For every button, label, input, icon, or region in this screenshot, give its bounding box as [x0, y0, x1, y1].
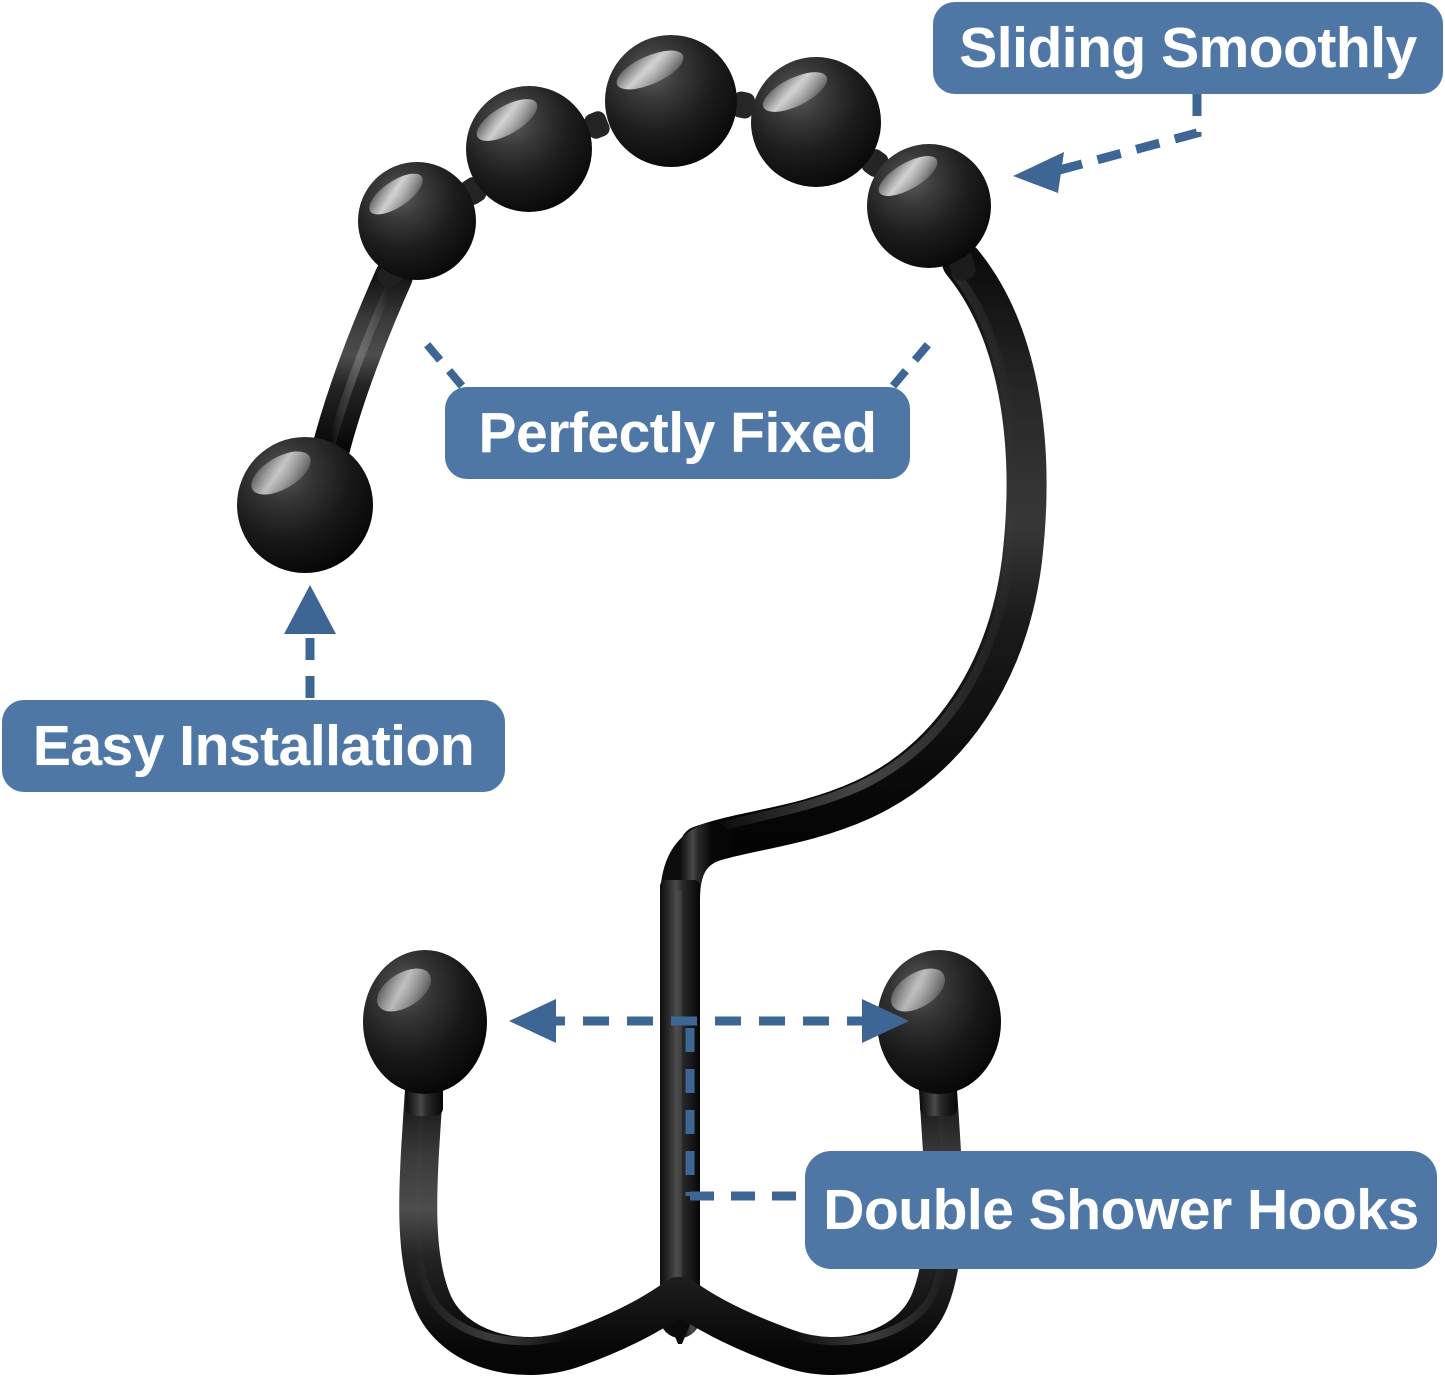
bead-3: [605, 35, 737, 167]
connector-perfectly-fixed: [420, 338, 935, 389]
measurement-hook-span: [509, 999, 909, 1043]
bead-2: [466, 86, 592, 212]
left-hook-tip-ball: [363, 950, 487, 1094]
callout-badge-double-shower-hooks[interactable]: Double Shower Hooks: [805, 1151, 1437, 1269]
roller-bead-chain: [358, 35, 991, 280]
right-hook-tip-ball: [877, 950, 1001, 1094]
bead-5: [867, 144, 991, 268]
bead-1: [358, 162, 476, 280]
connector-easy-installation: [284, 585, 336, 698]
bead-4: [751, 57, 881, 187]
arrowhead-up-icon: [284, 585, 336, 634]
connector-double-shower-hooks: [685, 1028, 808, 1201]
connector-sliding-smoothly: [1013, 92, 1202, 193]
hook-s-curve-body: [680, 242, 1047, 866]
callout-badge-sliding-smoothly[interactable]: Sliding Smoothly: [933, 2, 1443, 94]
left-end-ball: [237, 437, 373, 573]
arrowhead-left-icon: [509, 999, 556, 1043]
arrowhead-left-icon: [1013, 152, 1064, 193]
arrowhead-right-icon: [862, 999, 909, 1043]
callout-badge-easy-installation[interactable]: Easy Installation: [2, 700, 505, 792]
callout-badge-perfectly-fixed[interactable]: Perfectly Fixed: [445, 387, 910, 479]
left-rod: [311, 257, 413, 471]
